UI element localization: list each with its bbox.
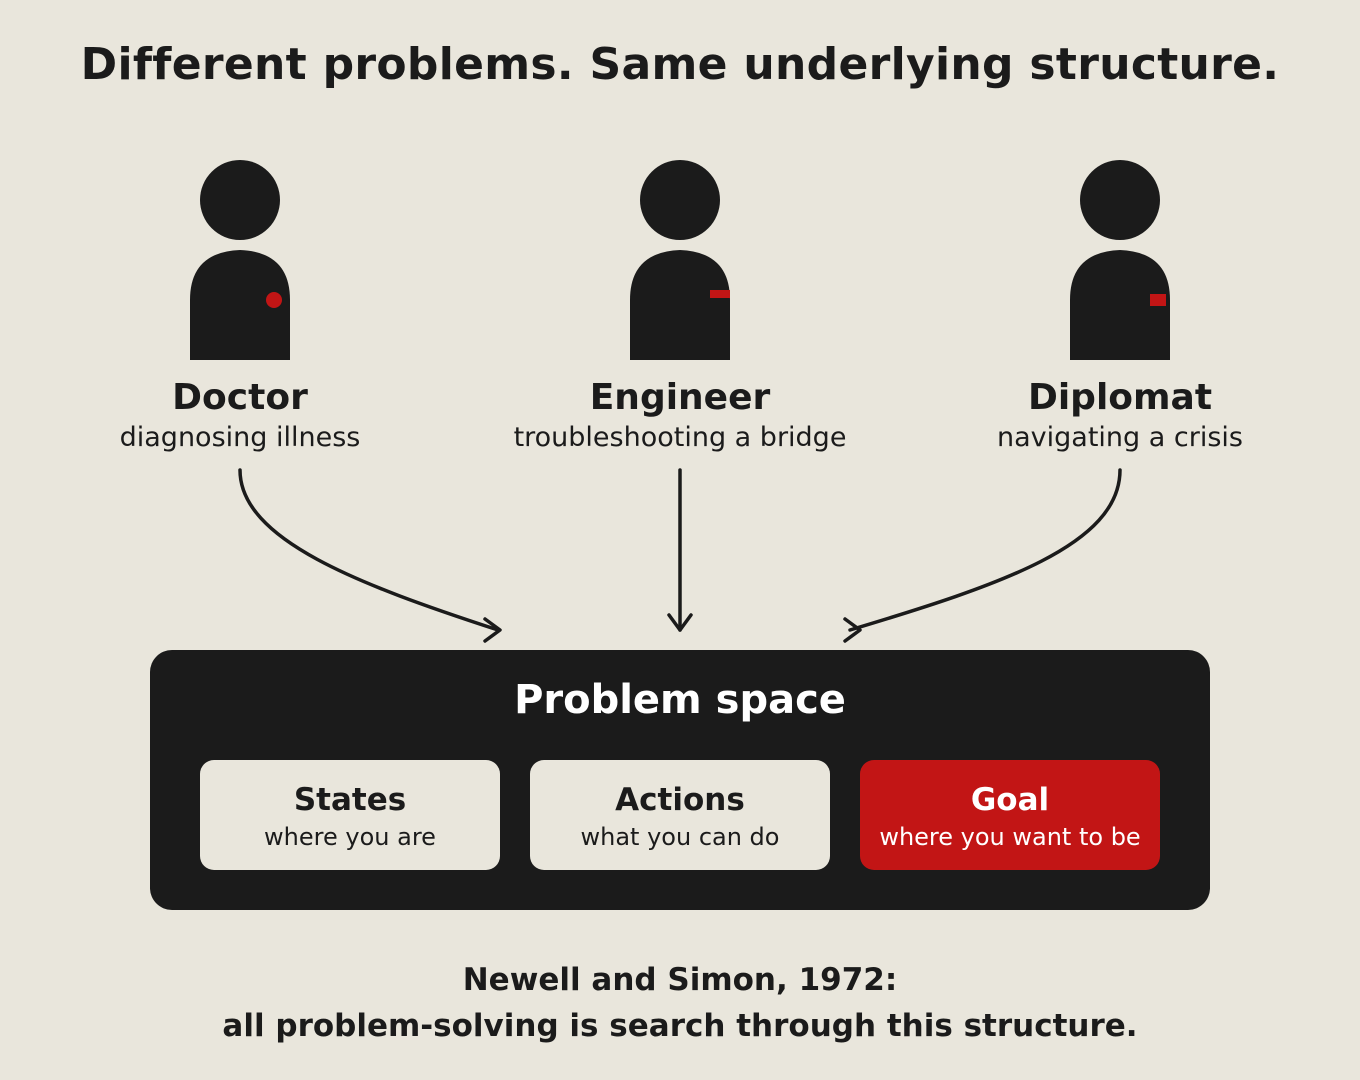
card-title: States xyxy=(293,782,407,818)
card-subtitle: what you can do xyxy=(580,823,780,851)
states-card: States where you are xyxy=(200,760,500,870)
card-subtitle: where you are xyxy=(264,823,436,851)
square-badge-icon xyxy=(1150,294,1166,306)
page-title: Different problems. Same underlying stru… xyxy=(80,39,1280,90)
person-icon xyxy=(190,160,290,360)
problem-space-title: Problem space xyxy=(514,677,846,723)
bar-badge-icon xyxy=(710,290,730,298)
role-engineer: Engineer troubleshooting a bridge xyxy=(480,160,880,456)
actions-card: Actions what you can do xyxy=(530,760,830,870)
card-subtitle: where you want to be xyxy=(879,823,1141,851)
goal-card: Goal where you want to be xyxy=(860,760,1160,870)
diplomat-arrow xyxy=(848,468,1122,632)
doctor-arrow xyxy=(238,468,500,632)
role-diplomat: Diplomat navigating a crisis xyxy=(920,160,1320,456)
citation: Newell and Simon, 1972: all problem-solv… xyxy=(0,957,1360,1049)
role-name: Doctor xyxy=(172,377,308,418)
problem-space-panel: Problem space States where you are Actio… xyxy=(150,650,1210,910)
person-icon xyxy=(630,160,730,360)
person-icon xyxy=(1070,160,1170,360)
card-title: Actions xyxy=(615,782,745,818)
role-description: troubleshooting a bridge xyxy=(513,422,847,453)
citation-line-1: Newell and Simon, 1972: xyxy=(462,962,898,998)
card-title: Goal xyxy=(970,782,1050,818)
arrowhead-icon xyxy=(667,613,693,632)
role-doctor: Doctor diagnosing illness xyxy=(40,160,440,456)
role-description: diagnosing illness xyxy=(119,422,361,453)
round-badge-icon xyxy=(266,292,282,308)
role-name: Diplomat xyxy=(1027,377,1213,418)
citation-line-2: all problem-solving is search through th… xyxy=(222,1008,1138,1044)
arrowhead-icon xyxy=(843,617,862,643)
arrowhead-icon xyxy=(483,617,502,643)
role-description: navigating a crisis xyxy=(997,422,1243,453)
role-name: Engineer xyxy=(589,377,771,418)
